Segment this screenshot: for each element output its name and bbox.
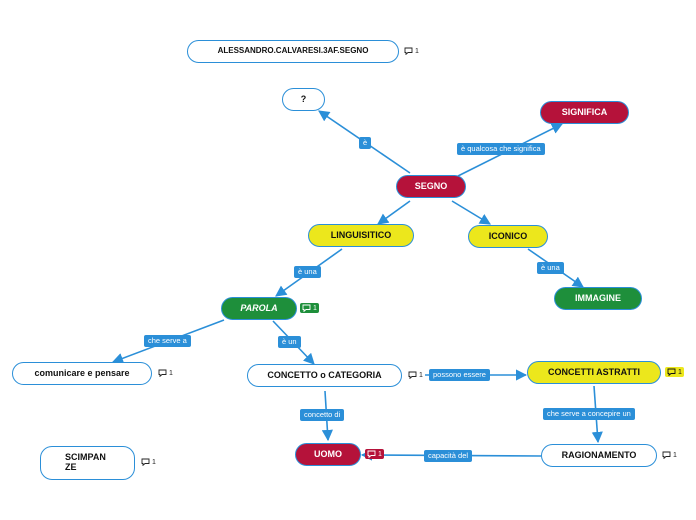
comment-count: 1 [673, 451, 677, 459]
comment-count: 1 [678, 368, 682, 376]
comment-icon [158, 369, 167, 377]
node-parola[interactable]: PAROLA [221, 297, 297, 320]
comment-icon [667, 368, 676, 376]
comment-icon [141, 458, 150, 466]
comment-icon [404, 47, 413, 55]
comment-count: 1 [415, 47, 419, 55]
node-immagine[interactable]: IMMAGINE [554, 287, 642, 310]
link-label-capacita-del: capacità del [424, 450, 473, 463]
node-ragionamento[interactable]: RAGIONAMENTO [541, 444, 657, 467]
comment-indicator-concetti-astratti[interactable]: 1 [665, 367, 684, 377]
comment-count: 1 [313, 304, 317, 312]
comment-icon [662, 451, 671, 459]
node-concetto[interactable]: CONCETTO o CATEGORIA [247, 364, 402, 387]
node-question[interactable]: ? [282, 88, 325, 111]
comment-icon [367, 450, 376, 458]
node-segno[interactable]: SEGNO [396, 175, 466, 198]
link-label-e-una-1: è una [294, 266, 321, 279]
comment-indicator-uomo[interactable]: 1 [365, 449, 384, 459]
comment-indicator-comunicare[interactable]: 1 [158, 369, 173, 377]
link-label-e-una-2: è una [537, 262, 564, 275]
node-title[interactable]: ALESSANDRO.CALVARESI.3AF.SEGNO [187, 40, 399, 63]
link-label-concetto-di: concetto di [300, 409, 345, 422]
comment-icon [408, 371, 417, 379]
link-label-possono-essere: possono essere [429, 369, 490, 382]
link-label-e-qualcosa: è qualcosa che significa [457, 143, 545, 156]
node-concetti-astratti[interactable]: CONCETTI ASTRATTI [527, 361, 661, 384]
comment-count: 1 [419, 371, 423, 379]
comment-count: 1 [169, 369, 173, 377]
connector-segno-iconico [451, 200, 491, 225]
comment-indicator-parola[interactable]: 1 [300, 303, 319, 313]
comment-indicator-title[interactable]: 1 [404, 47, 419, 55]
comment-indicator-concetto[interactable]: 1 [408, 371, 423, 379]
link-label-che-serve-a: che serve a [144, 335, 191, 348]
connector-segno-linguisitico [377, 200, 411, 225]
node-iconico[interactable]: ICONICO [468, 225, 548, 248]
node-uomo[interactable]: UOMO [295, 443, 361, 466]
node-linguisitico[interactable]: LINGUISITICO [308, 224, 414, 247]
node-comunicare[interactable]: comunicare e pensare [12, 362, 152, 385]
link-label-e: è [359, 137, 372, 150]
comment-indicator-ragionamento[interactable]: 1 [662, 451, 677, 459]
comment-count: 1 [378, 450, 382, 458]
link-label-che-serve-concepire: che serve a concepire un [543, 408, 635, 421]
node-significa[interactable]: SIGNIFICA [540, 101, 629, 124]
link-label-e-un: è un [278, 336, 301, 349]
comment-icon [302, 304, 311, 312]
node-scimpanze[interactable]: SCIMPAN ZE [40, 446, 135, 480]
comment-count: 1 [152, 458, 156, 466]
comment-indicator-scimpanze[interactable]: 1 [141, 458, 156, 466]
